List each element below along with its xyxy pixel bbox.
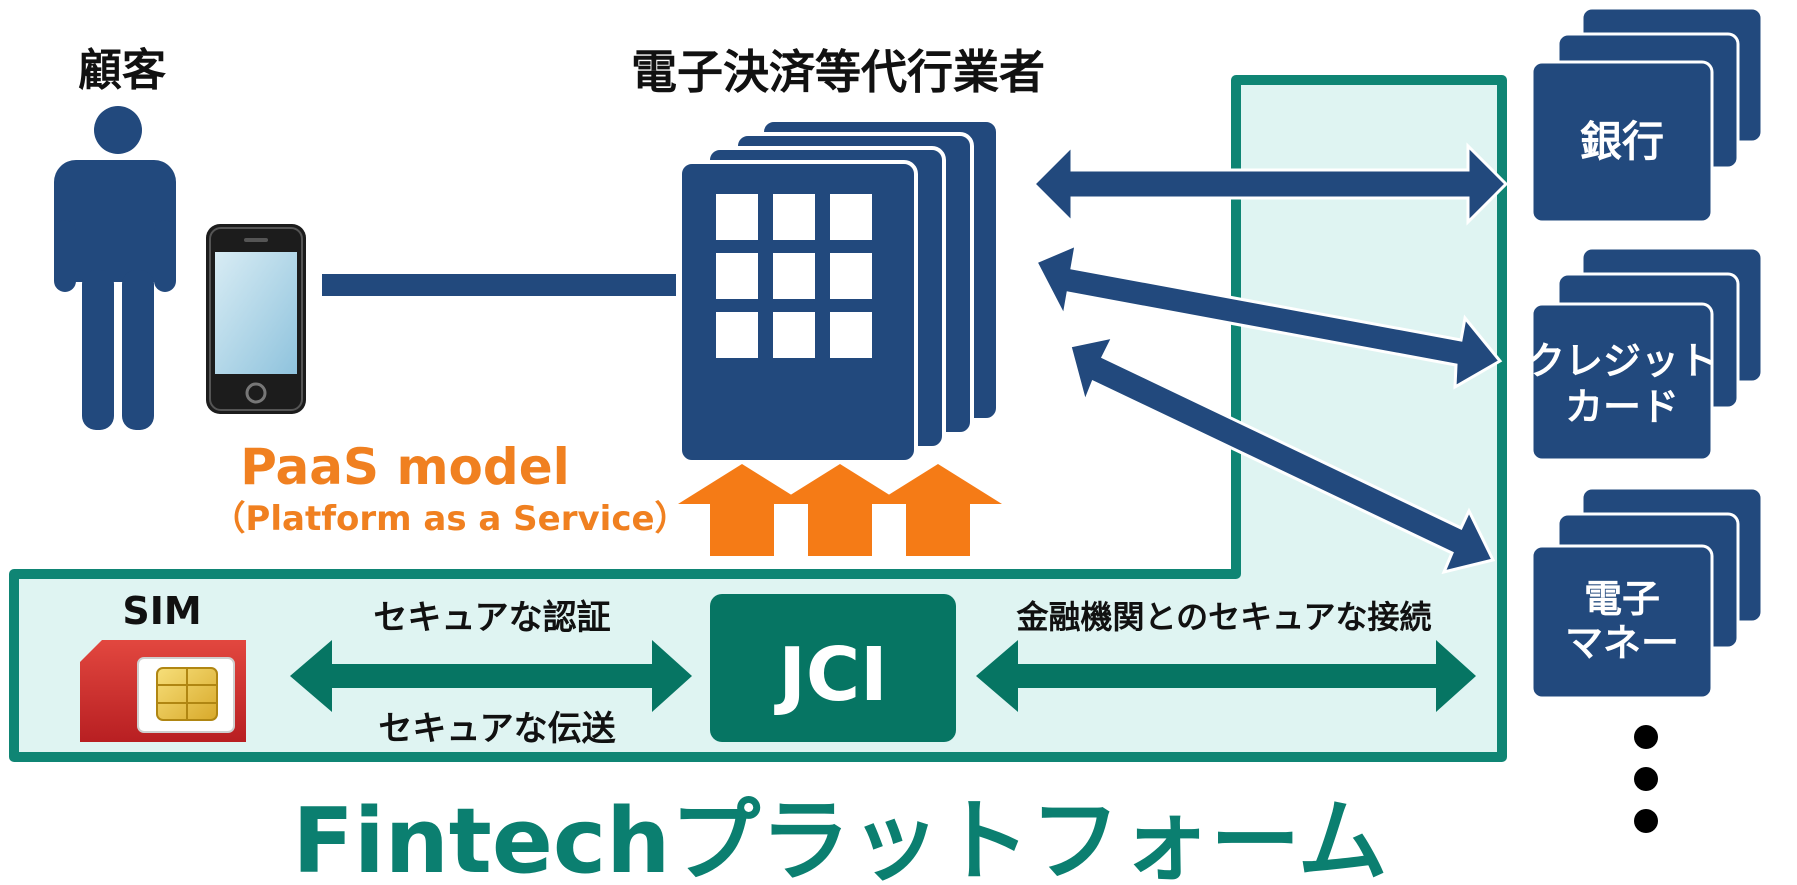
building-icon [678, 118, 1000, 464]
up-arrow [874, 464, 1002, 556]
sim-label: SIM [122, 589, 201, 633]
secure-connection-label: 金融機関とのセキュアな接続 [1015, 598, 1431, 636]
jci-institutions-arrow [976, 640, 1476, 712]
jci-label: JCI [773, 632, 887, 718]
institution-credit-card: クレジット カード [1527, 246, 1764, 462]
institution-label: 銀行 [1580, 117, 1664, 166]
credit-card-link-arrow [1033, 242, 1503, 390]
institution-bank: 銀行 [1530, 6, 1764, 224]
person-icon [54, 106, 176, 430]
institution-label: クレジット [1527, 339, 1717, 383]
ellipsis-dots-icon [1634, 725, 1658, 833]
institution-e-money: 電子 マネー [1530, 486, 1764, 700]
institution-label: カード [1565, 385, 1679, 429]
e-money-link-arrow [1068, 334, 1496, 575]
jci-box [710, 594, 956, 742]
fintech-platform-region [9, 75, 1507, 762]
up-arrow [776, 464, 904, 556]
institution-label: 電子 [1584, 577, 1660, 621]
institution-label: マネー [1565, 621, 1679, 665]
paas-up-arrows [678, 464, 1002, 556]
customer-label: 顧客 [78, 45, 166, 96]
smartphone-icon [206, 224, 306, 414]
secure-transfer-label: セキュアな伝送 [378, 709, 615, 749]
sim-jci-arrow [290, 640, 692, 712]
phone-building-link [322, 274, 676, 296]
paas-subtitle: （Platform as a Service） [211, 499, 688, 539]
sim-card-icon [80, 640, 246, 742]
secure-auth-label: セキュアな認証 [373, 598, 610, 638]
agent-label: 電子決済等代行業者 [631, 45, 1045, 99]
bank-link-arrow [1031, 142, 1509, 226]
up-arrow [678, 464, 806, 556]
paas-title: PaaS model [240, 438, 570, 496]
platform-title: Fintechプラットフォーム [292, 789, 1387, 885]
